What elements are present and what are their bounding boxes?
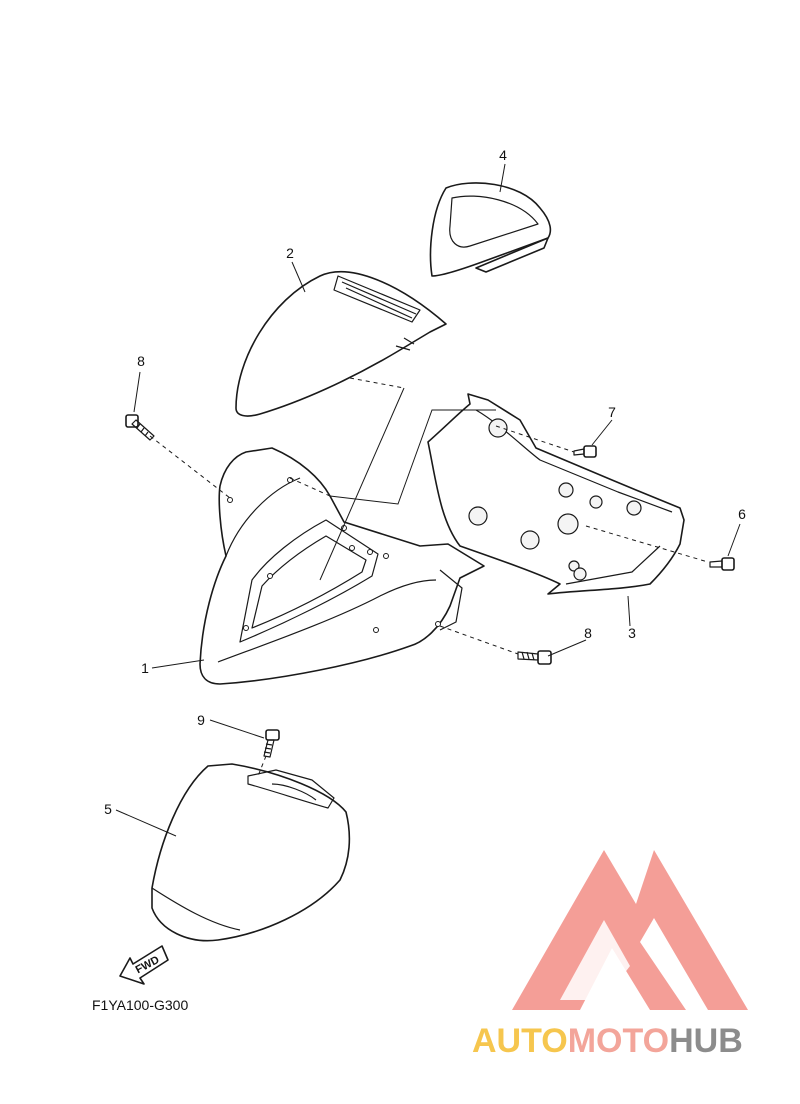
automotohub-logo [512,850,748,1010]
automotohub-wordmark: AUTOMOTOHUB [472,1022,743,1060]
assembly-lines [149,377,709,777]
bolt-8-lower [517,650,552,665]
bolt-8-upper [125,414,155,441]
forward-direction-arrow: FWD [119,945,169,985]
callout-8-lower: 8 [584,625,592,641]
bolt-9 [263,729,280,758]
part-4-upper-cover [429,182,552,277]
part-2-headlight-cover [235,271,447,417]
leader-lines [115,163,741,837]
part-3-inner-panel [427,393,685,595]
callout-5: 5 [104,801,112,817]
callout-3: 3 [628,625,636,641]
callout-4: 4 [499,147,507,163]
wordmark-moto: MOTO [568,1022,669,1060]
drawing-code: F1YA100-G300 [92,997,188,1013]
wordmark-hub: HUB [669,1022,743,1060]
part-5-front-fender [151,763,351,942]
screw-6 [709,557,735,571]
callout-2: 2 [286,245,294,261]
callout-9: 9 [197,712,205,728]
callout-1: 1 [141,660,149,676]
screw-7 [573,445,597,458]
part-1-front-panel [199,447,485,685]
callout-7: 7 [608,404,616,420]
callout-8-upper: 8 [137,353,145,369]
wordmark-auto: AUTO [472,1022,568,1060]
callout-labels: 4 2 8 7 6 8 3 1 9 5 [104,147,746,817]
callout-6: 6 [738,506,746,522]
